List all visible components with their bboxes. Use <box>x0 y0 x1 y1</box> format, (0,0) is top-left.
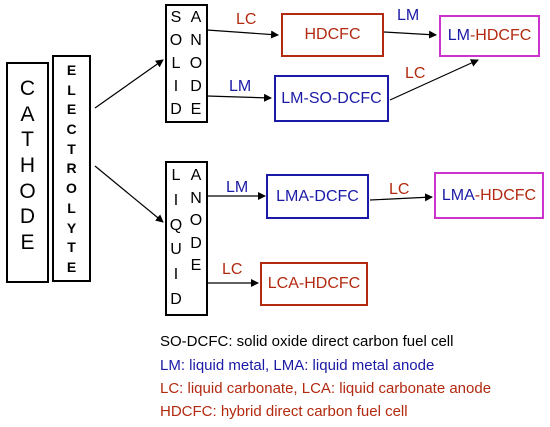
solid-anode-right-letters: A N O D E <box>187 10 205 118</box>
electrolyte-letter: T <box>67 239 76 256</box>
electrolyte-letter: L <box>67 81 76 98</box>
liquid-anode-box <box>165 161 208 316</box>
legend-line-lc: LC: liquid carbonate, LCA: liquid carbon… <box>160 380 492 397</box>
liquid-letter: D <box>170 290 182 308</box>
node-lma-dcfc-label: LMA-DCFC <box>276 187 359 205</box>
arrow-solid-anode-to-hdcfc <box>206 29 279 39</box>
anode-letter: A <box>190 9 202 26</box>
legend-line-hdcfc: HDCFC: hybrid direct carbon fuel cell <box>160 403 408 420</box>
node-hdcfc-label: HDCFC <box>304 26 361 43</box>
cathode-letter: T <box>21 128 34 152</box>
anode-letter: O <box>189 55 203 72</box>
edge-label-lc: LC <box>389 181 410 198</box>
anode-letter: E <box>190 101 202 118</box>
solid-anode-box <box>165 4 208 123</box>
edge-label-lm: LM <box>229 78 252 95</box>
liquid-letter: I <box>173 266 179 284</box>
node-lma-hdcfc-prefix: LMA <box>441 186 475 204</box>
anode-letter: A <box>190 167 202 184</box>
anode-letter: E <box>190 257 202 274</box>
edge-label-lc: LC <box>405 65 426 82</box>
liquid-letter: U <box>170 241 182 259</box>
electrolyte-letter: C <box>66 121 77 138</box>
electrolyte-letter: L <box>67 199 76 216</box>
electrolyte-letter: T <box>67 140 76 157</box>
liquid-anode-right-letters: A N O D E <box>187 168 205 274</box>
electrolyte-letter: Y <box>66 219 77 236</box>
edge-label-lc: LC <box>222 261 243 278</box>
electrolyte-letter: E <box>66 258 77 275</box>
node-lma-dcfc: LMA-DCFC <box>266 174 369 219</box>
anode-letter: D <box>190 234 202 252</box>
cathode-letter: C <box>19 77 36 100</box>
cathode-letter: H <box>19 153 36 177</box>
node-lm-so-dcfc: LM-SO-DCFC <box>274 75 389 122</box>
arrow-electrolyte-to-solid-anode <box>94 59 164 109</box>
node-hdcfc: HDCFC <box>281 13 384 57</box>
legend-line-so-dcfc: SO-DCFC: solid oxide direct carbon fuel … <box>160 333 454 350</box>
liquid-letter: L <box>171 167 181 184</box>
node-lca-hdcfc: LCA-HDCFC <box>260 262 368 306</box>
liquid-letter: I <box>173 191 179 209</box>
node-lm-hdcfc: LM-HDCFC <box>439 15 540 57</box>
liquid-anode-left-letters: L I Q U I D <box>167 168 185 308</box>
liquid-letter: Q <box>169 216 183 234</box>
arrow-lm-so-dcfc-to-lm-hdcfc <box>389 59 479 101</box>
solid-anode-left-letters: S O L I D <box>167 10 185 118</box>
solid-letter: L <box>171 55 181 72</box>
arrow-electrolyte-to-liquid-anode <box>94 165 164 223</box>
node-lm-hdcfc-suffix: -HDCFC <box>469 27 532 44</box>
anode-letter: N <box>190 32 202 49</box>
anode-letter: N <box>190 189 202 207</box>
node-lm-hdcfc-prefix: LM <box>447 27 470 44</box>
electrolyte-letter: E <box>66 62 77 78</box>
arrow-lma-dcfc-to-lma-hdcfc <box>369 193 433 202</box>
cathode-letter: D <box>19 205 36 229</box>
cathode-letter: O <box>19 179 36 203</box>
cathode-letter: E <box>20 230 35 254</box>
electrolyte-letter: R <box>66 160 77 177</box>
node-lca-hdcfc-label: LCA-HDCFC <box>267 275 361 292</box>
legend-line-lm: LM: liquid metal, LMA: liquid metal anod… <box>160 357 435 374</box>
solid-letter: O <box>169 32 183 49</box>
solid-letter: I <box>173 78 179 95</box>
arrow-solid-anode-to-lm-so-dcfc <box>206 93 272 102</box>
solid-letter: S <box>170 9 182 26</box>
edge-label-lm: LM <box>397 7 420 24</box>
electrolyte-box: E L E C T R O L Y T E <box>52 55 91 282</box>
electrolyte-letter: E <box>66 101 77 118</box>
solid-letter: D <box>170 101 182 118</box>
electrolyte-letter: O <box>66 180 77 197</box>
node-lm-so-dcfc-label: LM-SO-DCFC <box>281 89 382 107</box>
edge-label-lm: LM <box>226 179 249 196</box>
anode-letter: D <box>190 78 202 95</box>
anode-letter: O <box>189 212 203 229</box>
edge-label-lc: LC <box>236 11 257 28</box>
cathode-letter: A <box>20 102 35 126</box>
node-lma-hdcfc-suffix: -HDCFC <box>474 186 537 204</box>
node-lma-hdcfc: LMA-HDCFC <box>434 172 544 219</box>
cathode-box: C A T H O D E <box>6 62 49 283</box>
arrow-hdcfc-to-lm-hdcfc <box>383 30 437 39</box>
